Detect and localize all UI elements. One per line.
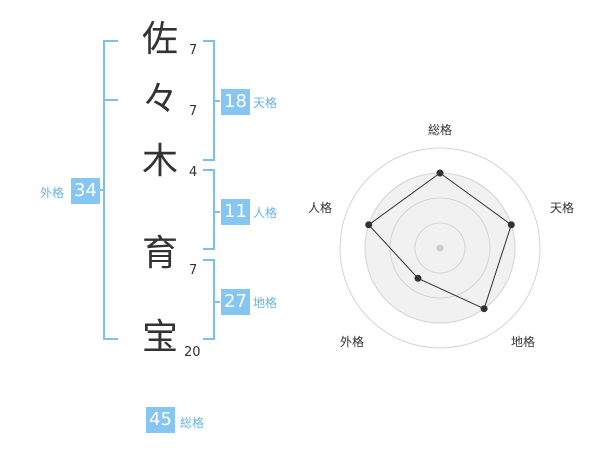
jinkaku-value-badge: 11 <box>221 199 250 225</box>
tenkaku-value-badge: 18 <box>221 89 250 115</box>
name-char-5-strokes: 20 <box>184 345 201 360</box>
name-char-1-strokes: 7 <box>189 43 198 58</box>
radar-axis-label-tenkaku: 天格 <box>550 201 575 215</box>
name-char-3-strokes: 4 <box>189 165 198 180</box>
radar-data-point-4 <box>414 274 422 282</box>
radar-data-point-2 <box>507 221 515 229</box>
name-char-2: 々 <box>141 79 178 120</box>
soukaku-value-badge: 45 <box>146 407 175 433</box>
radar-data-point-1 <box>436 169 444 177</box>
name-char-2-strokes: 7 <box>189 104 198 119</box>
name-char-4-strokes: 7 <box>189 263 198 278</box>
radar-center-dot <box>436 244 444 252</box>
radar-data-polygon <box>367 172 512 310</box>
radar-grid-ring-1 <box>414 222 466 274</box>
tenkaku-label: 天格 <box>253 96 278 110</box>
name-char-1: 佐 <box>141 19 178 60</box>
name-char-5: 宝 <box>141 317 178 358</box>
radar-axis-label-gaikaku: 外格 <box>340 335 365 349</box>
jinkaku-bracket <box>203 169 215 250</box>
name-char-3: 木 <box>141 141 178 182</box>
gaikaku-bracket <box>103 40 118 340</box>
fortune-radar-chart <box>339 147 541 349</box>
radar-data-point-5 <box>365 221 373 229</box>
radar-axis-label-jinkaku: 人格 <box>308 201 333 215</box>
radar-data-point-3 <box>480 305 488 313</box>
chikaku-label: 地格 <box>253 296 278 310</box>
gaikaku-value-badge: 34 <box>71 178 100 204</box>
soukaku-label: 総格 <box>180 416 205 430</box>
name-char-4: 育 <box>141 233 178 274</box>
radar-axis-label-soukaku: 総格 <box>428 123 453 137</box>
chikaku-value-badge: 27 <box>221 289 250 315</box>
radar-grid-ring-4 <box>339 147 541 349</box>
radar-axis-label-chikaku: 地格 <box>511 335 536 349</box>
gaikaku-label: 外格 <box>40 186 65 200</box>
chikaku-bracket <box>203 259 215 340</box>
jinkaku-label: 人格 <box>253 206 278 220</box>
tenkaku-bracket <box>203 40 215 161</box>
